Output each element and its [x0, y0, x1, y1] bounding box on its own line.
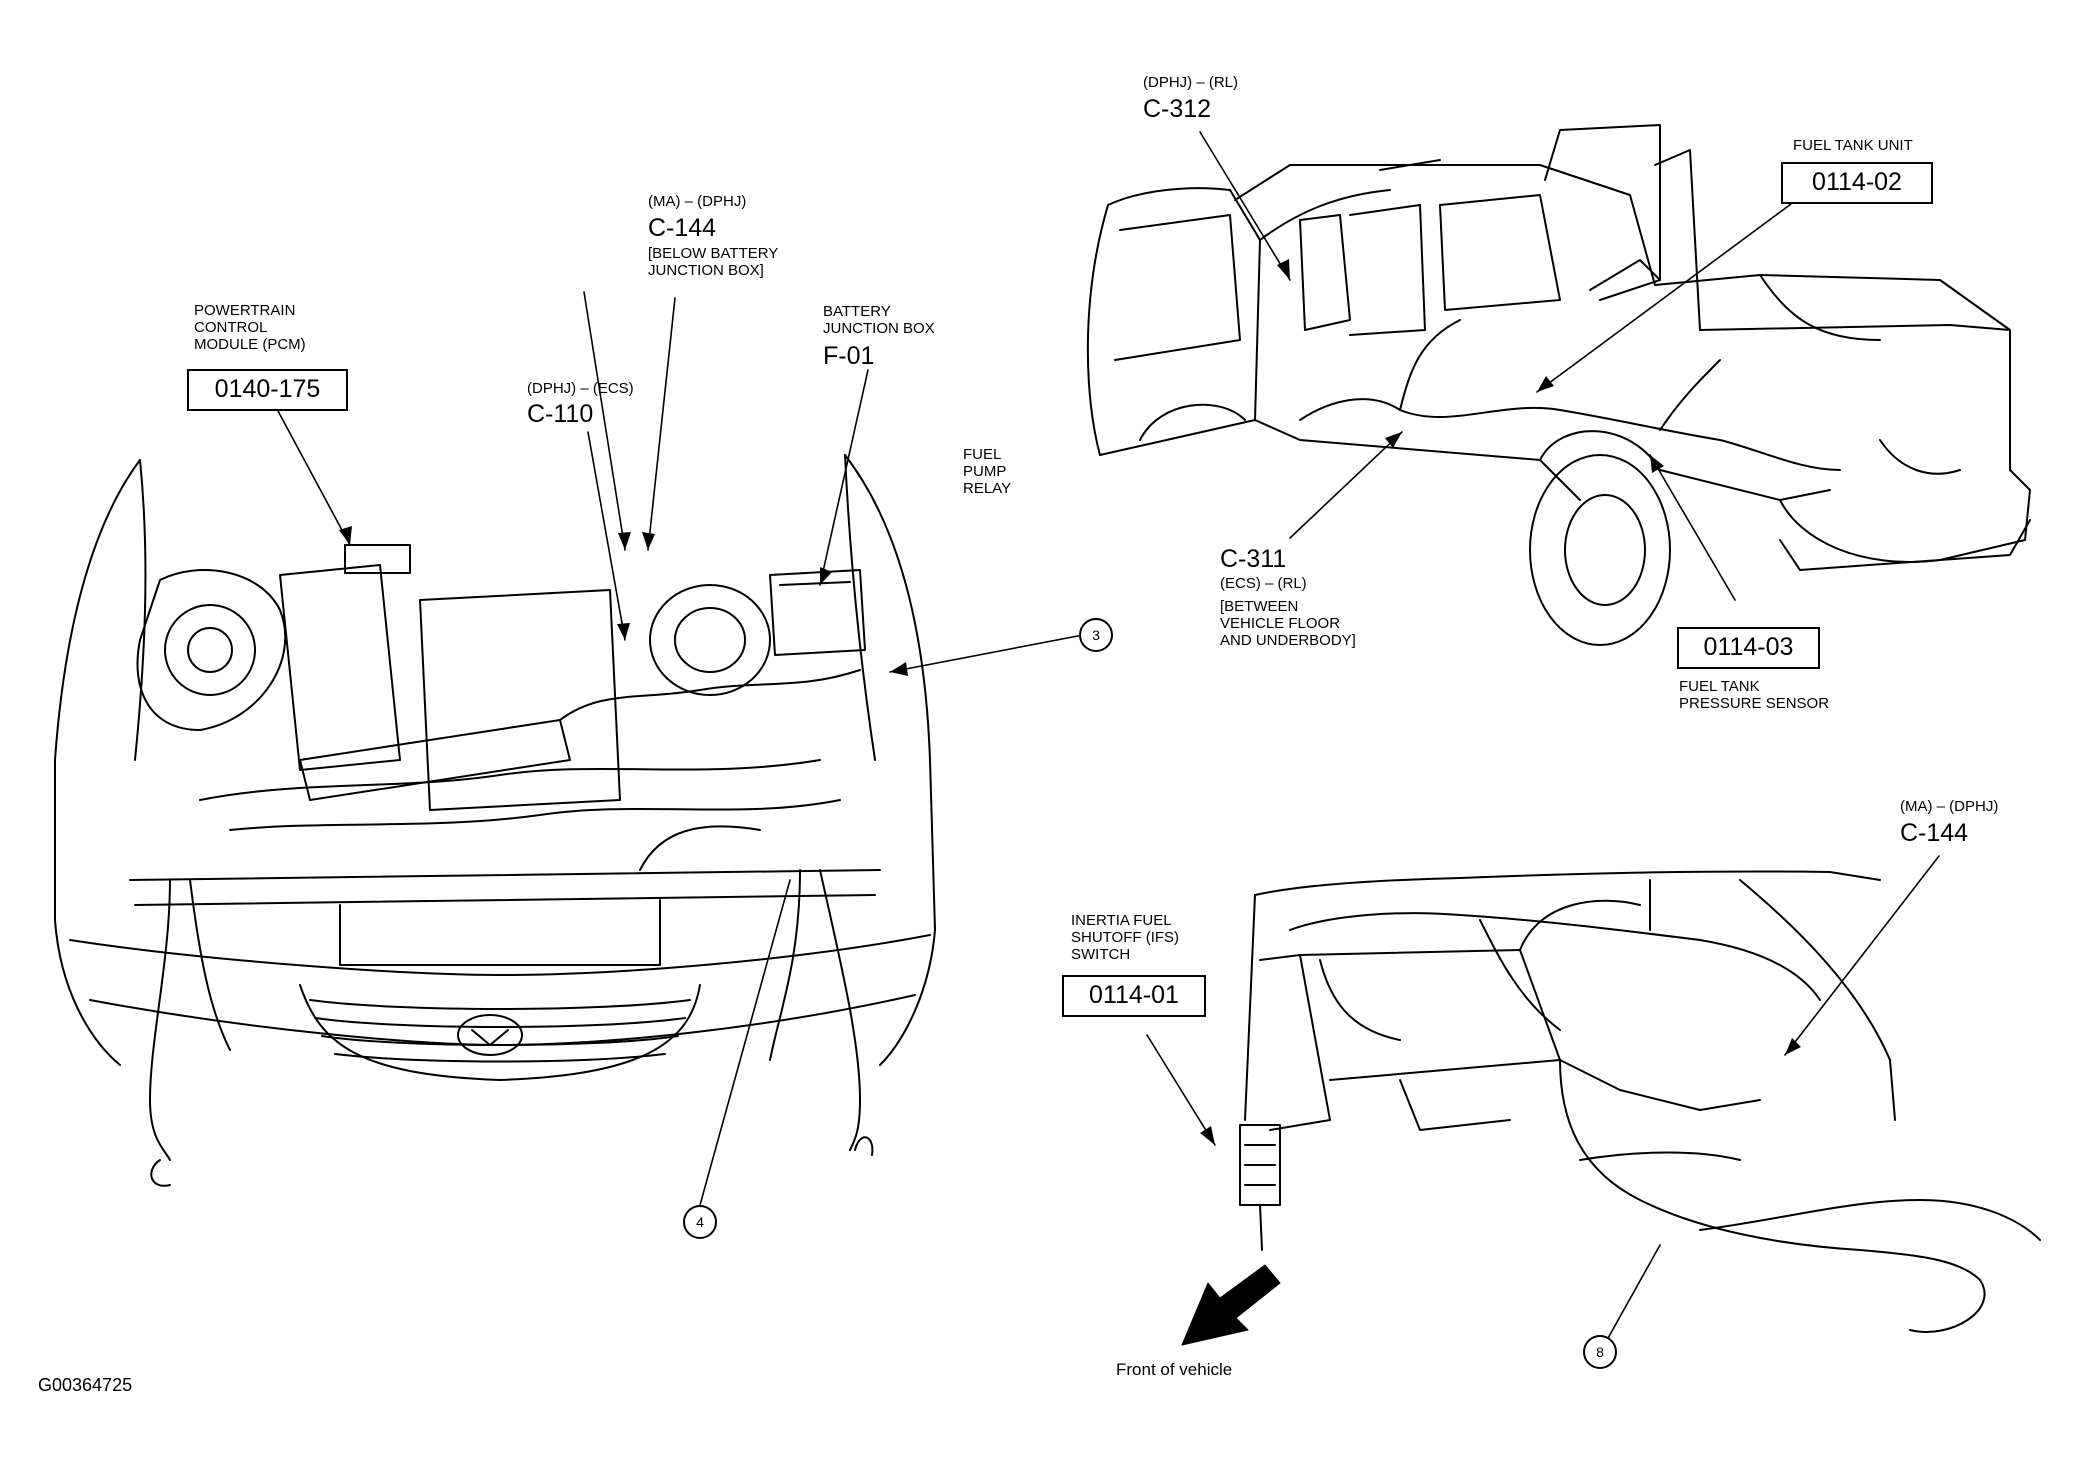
pcm-code-box: 0140-175: [187, 369, 348, 411]
dash-leader-lines: [1146, 855, 1940, 1341]
figure-id: G00364725: [38, 1375, 133, 1395]
c144-dash-sub: (MA) – (DPHJ): [1900, 798, 1999, 815]
c311-sub: (ECS) – (RL): [1220, 575, 1307, 592]
truck-drawing: [1086, 124, 2031, 646]
dash-arrowheads: [1200, 1038, 1801, 1145]
callout-3: 3: [1079, 618, 1113, 652]
battery-junction-label: BATTERY JUNCTION BOX: [823, 303, 935, 337]
battery-junction-id: F-01: [823, 342, 875, 370]
front-arrow-icon: [1181, 1264, 1281, 1346]
c312-id: C-312: [1143, 95, 1212, 123]
c312-sub: (DPHJ) – (RL): [1143, 74, 1239, 91]
callout-4: 4: [683, 1205, 717, 1239]
c144-engine-note: [BELOW BATTERY JUNCTION BOX]: [648, 245, 779, 279]
front-of-vehicle-label: Front of vehicle: [1116, 1360, 1233, 1379]
truck-arrowheads: [1277, 259, 1664, 473]
ifs-switch-code-box: 0114-01: [1062, 975, 1206, 1017]
truck-leader-lines: [1199, 131, 1792, 601]
ifs-switch-label: INERTIA FUEL SHUTOFF (IFS) SWITCH: [1071, 912, 1180, 963]
c311-id: C-311: [1220, 545, 1287, 573]
c311-note: [BETWEEN VEHICLE FLOOR AND UNDERBODY]: [1220, 598, 1356, 649]
fuel-pump-relay-label: FUEL PUMP RELAY: [963, 446, 1012, 497]
callout-8: 8: [1583, 1335, 1617, 1369]
engine-leader-lines: [277, 291, 1084, 1206]
c144-dash-id: C-144: [1900, 819, 1969, 847]
engine-bay-drawing: [54, 454, 936, 1187]
c144-engine-sub: (MA) – (DPHJ): [648, 193, 747, 210]
fuel-tank-unit-code-box: 0114-02: [1781, 162, 1933, 204]
fuel-tank-pressure-label: FUEL TANK PRESSURE SENSOR: [1679, 678, 1830, 712]
pcm-label: POWERTRAIN CONTROL MODULE (PCM): [194, 302, 306, 353]
fuel-tank-pressure-code-box: 0114-03: [1677, 627, 1820, 669]
fuel-tank-unit-label: FUEL TANK UNIT: [1793, 137, 1913, 154]
c110-sub: (DPHJ) – (ECS): [527, 380, 634, 397]
engine-arrowheads: [339, 526, 908, 676]
c144-engine-id: C-144: [648, 214, 717, 242]
c110-id: C-110: [527, 400, 594, 428]
dashboard-drawing: [1239, 870, 2041, 1333]
